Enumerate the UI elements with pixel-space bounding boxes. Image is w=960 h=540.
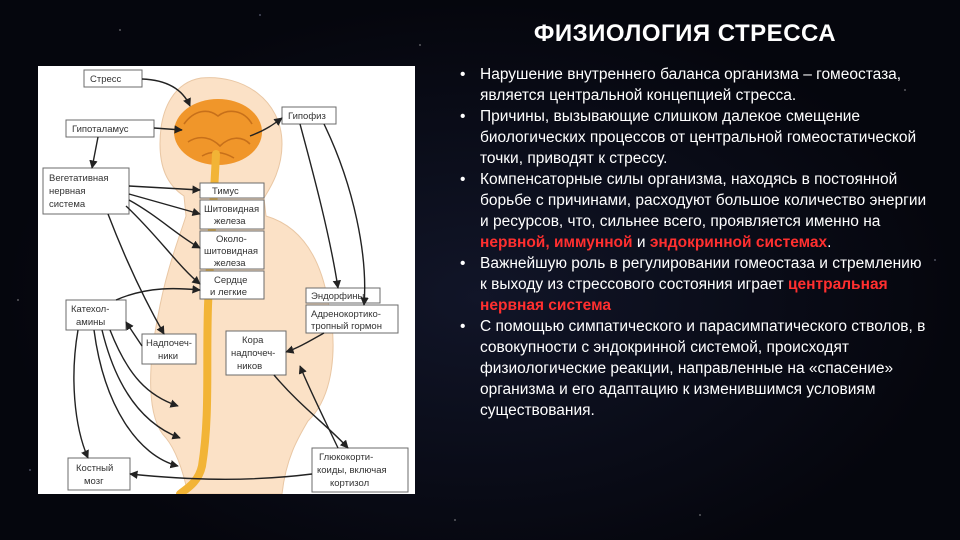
label-marrow-1: Костный (76, 463, 113, 474)
label-pituitary: Гипофиз (288, 111, 326, 122)
label-parathyroid-3: железа (214, 258, 246, 269)
label-ans-3: система (49, 199, 86, 210)
label-thyroid-1: Шитовидная (204, 204, 259, 215)
arrow-ans-to-thymus (128, 185, 201, 194)
label-gluco-2: коиды, включая (317, 465, 387, 476)
arrow-glucocorticoids-to-body (298, 365, 339, 449)
bullet-5-text: С помощью симпатического и парасимпатиче… (480, 318, 926, 419)
bullet-4-highlight: центральная нервная система (480, 276, 888, 314)
label-acth-2: тропный гормон (311, 321, 382, 332)
label-cortex-3: ников (237, 361, 262, 372)
bullet-3-highlight-2: эндокринной системах (649, 234, 828, 251)
box-adrenal: Надпочеч- ники (141, 333, 197, 365)
bullet-3-highlight-1: нервной, иммунной (480, 234, 633, 251)
bullet-item-3: Компенсаторные силы организма, находясь … (456, 169, 931, 253)
bullet-4-text: Важнейшую роль в регулировании гомеостаз… (480, 255, 922, 293)
bullet-3-end: . (827, 234, 832, 251)
arrow-pituitary-to-acth (323, 123, 369, 306)
label-thyroid-2: железа (214, 216, 246, 227)
box-pituitary: Гипофиз (281, 106, 337, 125)
bullet-1-text: Нарушение внутреннего баланса организма … (480, 66, 902, 104)
label-cortex-2: надпочеч- (231, 348, 275, 359)
box-adrenal-cortex: Кора надпочеч- ников (225, 330, 287, 376)
arrow-catecholamines-to-lower-3 (93, 329, 179, 469)
label-acth-1: Адренокортико- (311, 309, 381, 320)
label-adrenal-2: ники (158, 351, 178, 362)
label-ans-1: Вегетативная (49, 173, 109, 184)
arrow-brain-to-pituitary (249, 117, 283, 137)
arrow-glucocorticoids-to-marrow (129, 470, 313, 480)
bullet-item-4: Важнейшую роль в регулировании гомеостаз… (456, 253, 931, 316)
arrow-acth-to-cortex (285, 332, 325, 354)
label-thymus: Тимус (212, 186, 239, 197)
bullet-list: Нарушение внутреннего баланса организма … (456, 64, 931, 421)
label-hypothalamus: Гипоталамус (72, 124, 129, 135)
box-endorphins: Эндорфины (305, 287, 381, 304)
box-bone-marrow: Костный мозг (67, 457, 131, 491)
arrow-adrenal-to-catecholamines (125, 321, 143, 347)
label-parathyroid-2: шитовидная (204, 246, 258, 257)
label-adrenal-1: Надпочеч- (146, 338, 192, 349)
bullet-2-text: Причины, вызывающие слишком далекое смещ… (480, 108, 917, 167)
label-catechol-1: Катехол- (71, 304, 109, 315)
arrow-catecholamines-to-lower-2 (101, 329, 181, 440)
label-catechol-2: амины (76, 317, 105, 328)
slide-title: ФИЗИОЛОГИЯ СТРЕССА (533, 20, 837, 47)
label-cortex-1: Кора (242, 335, 264, 346)
label-endorphins: Эндорфины (311, 291, 365, 302)
bullet-3-text: Компенсаторные силы организма, находясь … (480, 171, 927, 230)
box-thyroid: Шитовидная железа (199, 199, 265, 230)
brain-shape (174, 99, 262, 165)
arrow-pituitary-to-endorphins (299, 123, 342, 289)
box-heart: Сердце и легкие (199, 270, 265, 300)
label-gluco-1: Глюкокорти- (319, 452, 373, 463)
label-marrow-2: мозг (84, 476, 104, 487)
box-catecholamines: Катехол- амины (65, 299, 127, 331)
bullet-item-2: Причины, вызывающие слишком далекое смещ… (456, 106, 931, 169)
box-parathyroid: Около- шитовидная железа (199, 230, 265, 270)
bullet-item-1: Нарушение внутреннего баланса организма … (456, 64, 931, 106)
label-heart-2: и легкие (210, 287, 247, 298)
stress-physiology-diagram: Стресс Гипоталамус Гипофиз Вегетативная … (38, 66, 415, 494)
label-ans-2: нервная (49, 186, 86, 197)
arrow-hypothalamus-to-ans (89, 136, 99, 169)
bullet-3-connector: и (632, 234, 650, 251)
arrow-ans-to-parathyroid (128, 199, 201, 249)
arrow-stress-to-brain (141, 78, 191, 107)
bullet-item-5: С помощью симпатического и парасимпатиче… (456, 316, 931, 421)
box-ans: Вегетативная нервная система (42, 167, 130, 215)
arrow-hypothalamus-to-brain (153, 125, 183, 134)
box-glucocorticoids: Глюкокорти- коиды, включая кортизол (311, 447, 409, 493)
box-acth: Адренокортико- тропный гормон (305, 304, 399, 334)
box-hypothalamus: Гипоталамус (65, 119, 155, 138)
arrow-ans-to-heart (125, 205, 201, 285)
box-thymus: Тимус (199, 182, 265, 199)
label-parathyroid-1: Около- (216, 234, 247, 245)
arrow-catecholamines-to-marrow (73, 329, 89, 459)
arrow-catecholamines-to-heart (115, 285, 201, 301)
arrow-ans-to-adrenal (107, 213, 165, 335)
arrow-catecholamines-to-lower-1 (109, 329, 179, 408)
arrow-cortex-to-glucocorticoids (273, 374, 349, 449)
diagram-svg: Стресс Гипоталамус Гипофиз Вегетативная … (42, 69, 409, 494)
label-heart-1: Сердце (214, 275, 247, 286)
label-gluco-3: кортизол (330, 478, 369, 489)
arrow-ans-to-thyroid (128, 193, 201, 216)
box-stress: Стресс (83, 69, 143, 88)
label-stress: Стресс (90, 74, 122, 85)
